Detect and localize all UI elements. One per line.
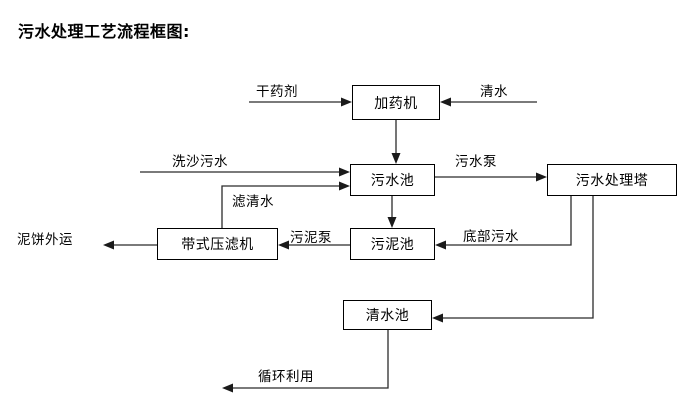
edge-press-to-mud-cake: [103, 240, 157, 250]
edge-sewage-pool-to-tower: [435, 172, 547, 182]
node-belt-filter-press[interactable]: 带式压滤机: [157, 228, 278, 260]
terminal-label-dry-chemical: 干药剂: [256, 84, 298, 100]
terminal-label-clean-water: 清水: [480, 84, 508, 100]
node-sludge-pool[interactable]: 污泥池: [350, 228, 435, 260]
terminal-label-mud-cake-out: 泥饼外运: [17, 232, 73, 248]
node-sewage-pool[interactable]: 污水池: [350, 164, 435, 196]
terminal-label-sand-wash-sewage: 洗沙污水: [172, 154, 228, 170]
edge-label-bottom-sewage: 底部污水: [463, 229, 519, 245]
edge-sewage-pool-to-sludge-pool: [387, 196, 397, 228]
edge-label-sludge-pump: 污泥泵: [290, 230, 332, 246]
edge-label-recycle-reuse: 循环利用: [258, 369, 314, 385]
node-dosing-machine[interactable]: 加药机: [352, 85, 440, 120]
edge-dosing-to-sewage-pool: [391, 120, 401, 164]
node-treatment-tower[interactable]: 污水处理塔: [547, 164, 677, 196]
edge-label-filtered-water: 滤清水: [232, 194, 274, 210]
node-clearwater-pool[interactable]: 清水池: [343, 300, 432, 330]
page-title: 污水处理工艺流程框图:: [18, 22, 190, 41]
edge-label-sewage-pump: 污水泵: [455, 154, 497, 170]
edge-tower-to-clearwater-pool: [432, 196, 594, 323]
